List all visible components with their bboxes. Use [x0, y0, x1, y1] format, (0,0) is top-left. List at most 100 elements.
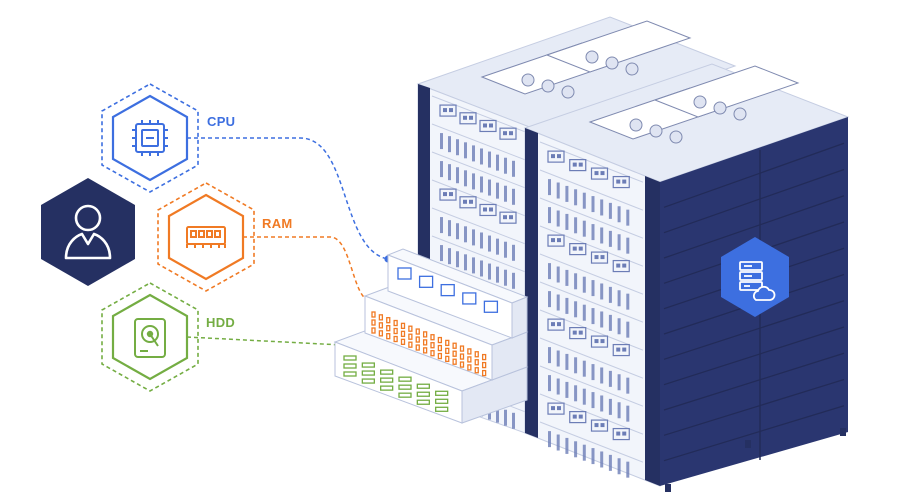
drive-bay-led [503, 131, 507, 136]
cloud-server-icon [739, 261, 776, 301]
drive-bay-led [600, 423, 605, 428]
drawer-slot [398, 376, 412, 382]
drawer-slot [459, 345, 465, 352]
drive-bay-led [578, 162, 583, 167]
rack-unit-divider [539, 169, 644, 211]
vent-slot [591, 280, 595, 297]
drawer-slot [459, 361, 465, 368]
hdd-label: HDD [206, 315, 235, 330]
rack-unit-divider [539, 225, 644, 267]
vent-slot [574, 357, 578, 374]
user-node [41, 178, 135, 286]
drawer-slot [408, 333, 413, 340]
vent-slot [574, 385, 578, 402]
drawer-slot [437, 352, 443, 360]
drive-bay-led [443, 108, 447, 113]
drive-bay-led [600, 339, 605, 344]
vent-slot [617, 318, 621, 335]
drive-bay [569, 159, 587, 172]
drive-bay-led [594, 339, 599, 344]
hdd-connector [186, 336, 343, 346]
drive-bay [439, 188, 457, 201]
vent-slot [488, 235, 491, 252]
drawer-slot [386, 317, 391, 324]
drawer-slot [474, 367, 479, 374]
drive-bay-led [449, 108, 453, 113]
rack-unit-divider [539, 197, 644, 239]
drawer-slot [386, 325, 391, 332]
vent-slot [582, 360, 586, 377]
drawer-slot [380, 377, 394, 383]
vent-slot [504, 157, 507, 174]
vent-slot [440, 133, 443, 150]
drive-bay-led [622, 263, 627, 268]
drawer-slot [437, 344, 443, 352]
drawer-slot [467, 348, 472, 355]
vent-slot [480, 260, 483, 277]
vent-slot [472, 229, 475, 246]
rack-unit-divider [539, 421, 644, 463]
vent-slot [556, 294, 560, 311]
side-rib [663, 326, 845, 386]
vent-slot [565, 185, 569, 202]
drive-bay [612, 259, 630, 273]
vent-slot [448, 164, 451, 181]
vent-slot [548, 347, 551, 364]
drawer-slot [418, 275, 434, 288]
rack-unit-divider [539, 393, 644, 435]
side-rib [663, 142, 845, 208]
drawer-slot [462, 292, 477, 305]
drawer-slot [430, 342, 435, 349]
vent-slot [626, 461, 630, 478]
vent-slot [548, 291, 551, 308]
drive-bay-led [600, 171, 605, 176]
vent-slot [512, 244, 515, 261]
vent-slot [591, 364, 595, 381]
vent-slot [565, 437, 569, 454]
vent-slot [582, 220, 586, 237]
drive-bay-led [572, 246, 577, 251]
vent-slot [608, 202, 612, 219]
vent-slot [440, 245, 443, 262]
vent-slot [608, 286, 612, 303]
vent-slot [565, 297, 569, 314]
vent-slot [591, 224, 595, 241]
drive-bay-led [557, 154, 561, 159]
vent-slot [448, 136, 451, 153]
vent-slot [608, 314, 612, 331]
vent-slot [472, 257, 475, 274]
rack-unit-divider [431, 179, 529, 218]
drive-bay-led [622, 179, 627, 184]
drive-bay-led [463, 115, 467, 120]
drawer-slot [398, 392, 412, 398]
rack-unit-divider [539, 309, 644, 351]
ram-node: RAM [157, 182, 292, 292]
drive-bay [590, 335, 609, 348]
vent-slot [626, 405, 630, 422]
vent-slot [617, 290, 621, 307]
vent-slot [626, 293, 630, 310]
vent-slot [608, 398, 612, 415]
drive-bay-led [503, 215, 507, 220]
drawer-slot [481, 361, 487, 369]
drive-bay-led [578, 246, 583, 251]
drive-bay-led [463, 199, 467, 204]
vent-slot [626, 377, 630, 394]
vent-slot [574, 217, 578, 234]
drive-bay-led [594, 423, 599, 428]
vent-slot [548, 431, 551, 448]
vent-slot [626, 209, 630, 226]
drive-bay [459, 112, 477, 125]
drive-bay [569, 243, 587, 256]
drive-bay-led [449, 192, 453, 197]
drawer-slot [371, 327, 376, 334]
drive-bay-led [469, 199, 473, 204]
vent-slot [504, 241, 507, 258]
drive-bay [569, 327, 587, 340]
drawer-slot [380, 385, 394, 391]
vent-slot [456, 139, 459, 156]
vent-slot [556, 434, 560, 451]
rack-unit-divider [539, 365, 644, 407]
fan-panel-front [588, 65, 800, 144]
drawer-slot [467, 356, 472, 363]
